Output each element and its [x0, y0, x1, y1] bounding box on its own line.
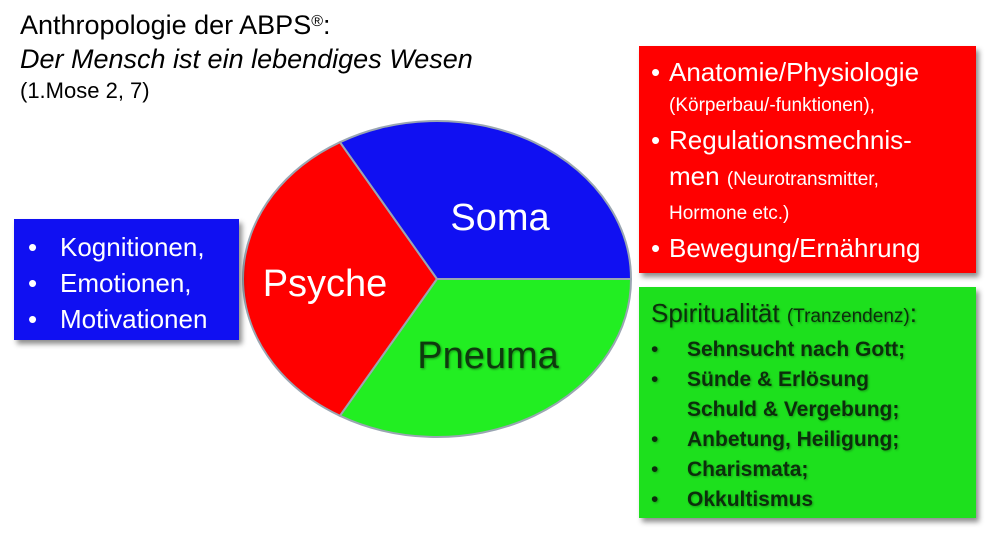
list-item: •Regulationsmechnis- [651, 125, 912, 155]
list-item: •Anatomie/Physiologie [651, 57, 920, 87]
pneuma-heading: Spiritualität (Tranzendenz): [651, 298, 917, 328]
list-item: •Motivationen [28, 304, 208, 334]
list-item: •Bewegung/Ernährung [651, 233, 921, 263]
title-subtitle: Der Mensch ist ein lebendiges Wesen [20, 44, 473, 74]
list-item-sub: Hormone etc.) [669, 203, 790, 224]
list-item: •Okkultismus [651, 488, 814, 511]
list-item: •Kognitionen, [28, 232, 205, 262]
list-item-sub: Schuld & Vergebung; [687, 398, 900, 421]
pneuma-list: •Sehnsucht nach Gott; •Sünde & Erlösung … [651, 335, 976, 515]
pie-slice-pneuma [338, 278, 633, 438]
title-reference: (1.Mose 2, 7) [20, 78, 150, 103]
list-item: •Sünde & Erlösung [651, 368, 870, 391]
registered-mark: ® [311, 13, 323, 30]
pie-label-soma: Soma [450, 197, 550, 239]
list-item-sub: men (Neurotransmitter, [669, 161, 879, 191]
title-block: Anthropologie der ABPS®: Der Mensch ist … [20, 8, 473, 106]
pneuma-box: Spiritualität (Tranzendenz): •Sehnsucht … [639, 287, 976, 518]
psyche-list: •Kognitionen, •Emotionen, •Motivationen [28, 229, 239, 337]
pie-label-pneuma: Pneuma [417, 335, 559, 377]
pie-label-psyche: Psyche [263, 263, 388, 305]
list-item: •Emotionen, [28, 268, 192, 298]
pie-slice-psyche [338, 120, 633, 280]
list-item: •Charismata; [651, 458, 809, 481]
list-item-sub: (Körperbau/-funktionen), [669, 95, 875, 116]
list-item: •Anbetung, Heiligung; [651, 428, 900, 451]
psyche-box: •Kognitionen, •Emotionen, •Motivationen [14, 219, 239, 340]
soma-box: •Anatomie/Physiologie (Körperbau/-funkti… [639, 46, 976, 273]
title-main: Anthropologie der ABPS®: [20, 10, 331, 40]
list-item: •Sehnsucht nach Gott; [651, 338, 906, 361]
